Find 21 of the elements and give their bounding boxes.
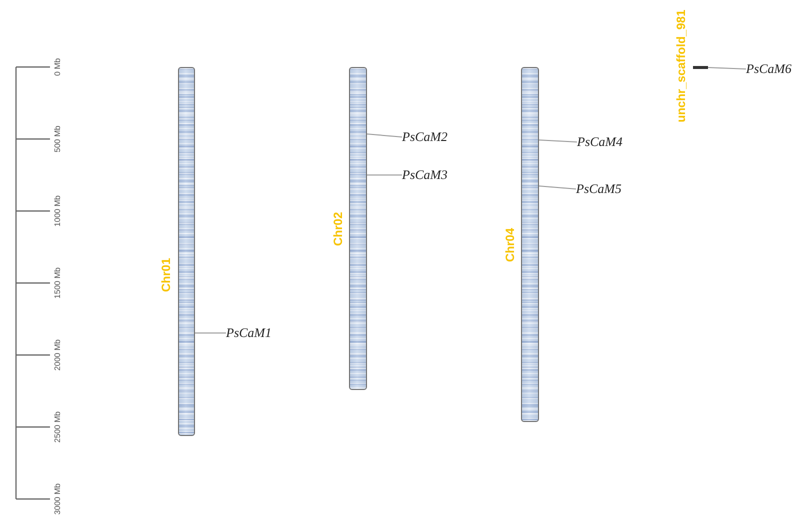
scaffold-bar xyxy=(693,66,708,69)
leader-line xyxy=(708,67,746,70)
leader-line xyxy=(366,174,402,176)
chromosome-bar xyxy=(521,67,539,422)
leader-line xyxy=(538,140,578,142)
chromosome-label: Chr04 xyxy=(503,228,517,262)
chromosome-label: Chr01 xyxy=(159,258,173,292)
scale-tick-label: 1000 Mb xyxy=(53,195,63,227)
scale-tick-label: 2500 Mb xyxy=(53,411,63,443)
scale-tick-label: 1500 Mb xyxy=(53,267,63,299)
chromosome-label: Chr02 xyxy=(331,212,345,246)
chromosome-bar xyxy=(349,67,367,390)
scale-tick-label: 2000 Mb xyxy=(53,339,63,371)
scale-tick-label: 0 Mb xyxy=(53,58,63,76)
chromosome-label: unchr_scaffold_981 xyxy=(674,10,688,122)
leader-line xyxy=(366,134,402,138)
leader-line xyxy=(538,186,576,190)
leader-line xyxy=(194,332,226,334)
scale-tick-label: 3000 Mb xyxy=(53,483,63,515)
chromosome-bar xyxy=(178,67,195,436)
scale-tick-label: 500 Mb xyxy=(53,126,63,152)
